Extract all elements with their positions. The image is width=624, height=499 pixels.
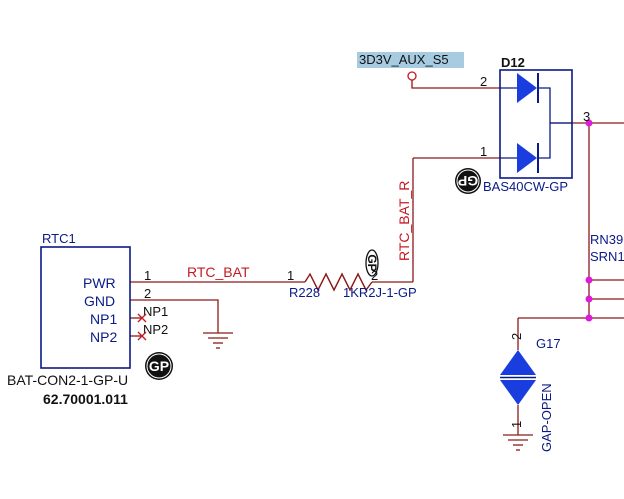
diode-d12-ref: D12	[501, 55, 525, 70]
connector-rtc1-body	[40, 246, 131, 369]
connector-rtc1-ref: RTC1	[42, 231, 76, 246]
gap-g17-ref: G17	[536, 336, 561, 351]
gp-badge-r228: GP	[365, 249, 379, 277]
diode-d12-upper-triangle	[517, 73, 537, 103]
connector-pin-name-pwr: PWR	[83, 275, 116, 291]
power-rail-terminal	[407, 71, 417, 81]
gap-g17-lower-triangle	[500, 380, 536, 405]
power-label-background	[357, 52, 464, 68]
resistor-r228: 1 2 R228 1KR2J-1-GP	[287, 268, 417, 300]
connector-pin-num-np1: NP1	[143, 304, 168, 319]
net-label-rtc-bat: RTC_BAT	[187, 264, 250, 280]
diode-d12-pin3-label: 3	[583, 109, 590, 124]
resistor-r228-value: 1KR2J-1-GP	[343, 285, 417, 300]
gap-g17-upper-triangle	[500, 350, 536, 375]
connector-pin-num-2: 2	[144, 286, 151, 301]
connector-pin-name-gnd: GND	[84, 293, 115, 309]
diode-d12-part: BAS40CW-GP	[483, 179, 568, 194]
resistor-r228-ref: R228	[289, 285, 320, 300]
gp-badge-d12: GP	[455, 168, 481, 194]
resistor-r228-zigzag	[304, 272, 373, 292]
junction-dot	[585, 276, 593, 284]
junctions	[585, 119, 593, 322]
connector-rtc1-part: BAT-CON2-1-GP-U	[7, 372, 128, 388]
gap-g17-pin1-label: 1	[509, 421, 524, 428]
rn39-part: SRN1	[590, 249, 624, 264]
gp-badge-rtc1: GP	[145, 352, 173, 380]
ground-symbol-rtc	[203, 332, 233, 349]
resistor-r228-pin1-label: 1	[287, 268, 294, 283]
svg-text:GP: GP	[365, 254, 379, 271]
connector-pin-name-np1: NP1	[90, 311, 117, 327]
connector-rtc1: RTC1 PWR GND NP1 NP2 1 2 NP1 NP2 BAT-CON…	[7, 231, 168, 407]
connector-pin-num-np2: NP2	[143, 322, 168, 337]
gap-g17-part: GAP-OPEN	[539, 383, 554, 452]
diode-d12: D12 BAS40CW-GP 2 1 3	[480, 55, 590, 194]
rn39-ref: RN39	[590, 232, 623, 247]
gap-g17: G17 2 1 GAP-OPEN	[500, 333, 561, 452]
ground-symbol-g17	[503, 434, 533, 451]
wire-3v3-to-d12-pin2	[411, 80, 500, 89]
svg-text:GP: GP	[149, 358, 169, 374]
junction-dot	[585, 314, 593, 322]
diode-d12-pin1-label: 1	[480, 144, 487, 159]
connector-pin-name-np2: NP2	[90, 329, 117, 345]
power-net-label: 3D3V_AUX_S5	[359, 52, 449, 67]
diode-d12-lower-triangle	[517, 143, 537, 173]
svg-text:GP: GP	[458, 173, 478, 189]
wire-gnd-to-ground	[130, 299, 219, 333]
net-label-rtc-bat-r: RTC_BAT_R	[396, 181, 412, 261]
junction-dot	[585, 295, 593, 303]
connector-rtc1-partno: 62.70001.011	[43, 391, 128, 407]
diode-d12-outline	[499, 69, 573, 179]
no-connect-markers	[137, 313, 147, 341]
junction-dot	[585, 119, 593, 127]
gap-g17-pin2-label: 2	[509, 333, 524, 340]
diode-d12-pin2-label: 2	[480, 74, 487, 89]
connector-pin-num-1: 1	[144, 268, 151, 283]
